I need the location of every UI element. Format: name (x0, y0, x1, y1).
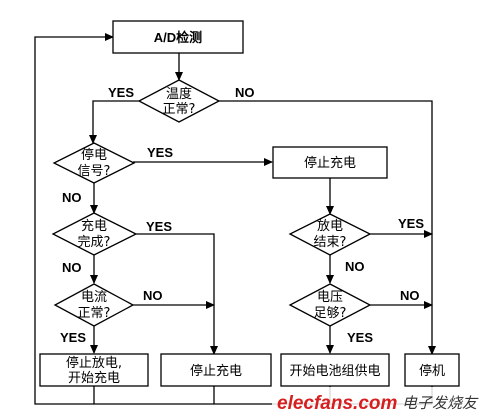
voltage-enough-label-2: 足够? (314, 306, 347, 321)
label-discharge-no: NO (345, 259, 365, 274)
label-current-yes: YES (60, 330, 86, 345)
label-discharge-yes: YES (398, 216, 424, 231)
label-temp-yes: YES (108, 85, 134, 100)
shutdown-label: 停机 (419, 363, 445, 379)
node-power-cut-signal: 停电 信号? (52, 142, 136, 184)
edge-charge-yes (136, 233, 218, 355)
node-battery-supply: 开始电池组供电 (280, 353, 390, 387)
label-current-no: NO (143, 288, 163, 303)
watermark-cn: 电子发烧友 (402, 394, 479, 412)
label-power-yes: YES (147, 145, 173, 160)
node-discharge-end: 放电 结束? (288, 213, 372, 256)
voltage-enough-label-1: 电压 (317, 290, 343, 305)
node-shutdown: 停机 (404, 353, 460, 387)
discharge-end-label-1: 放电 (317, 219, 343, 234)
edge-labels: YES NO YES NO YES NO NO YES YES NO NO YE… (60, 85, 424, 345)
watermark-brand: elecfans.com (277, 393, 397, 414)
node-stop-charge-mid: 停止充电 (160, 353, 272, 387)
label-charge-yes: YES (146, 219, 172, 234)
edge-temp-no (218, 100, 436, 355)
battery-supply-label: 开始电池组供电 (289, 364, 380, 379)
node-current-normal: 电流 正常? (53, 283, 135, 327)
label-charge-no: NO (62, 260, 82, 275)
edge-temp-yes (89, 100, 140, 144)
stop-discharge-label-2: 开始充电 (68, 370, 120, 386)
node-temp-normal: 温度 正常? (137, 79, 221, 123)
node-stop-discharge-start-charge: 停止放电, 开始充电 (39, 353, 149, 387)
edge-feedback-loop (34, 33, 432, 405)
power-cut-label-2: 信号? (78, 164, 111, 179)
label-power-no: NO (62, 190, 82, 205)
label-temp-no: NO (235, 85, 255, 100)
stop-charge-right-label: 停止充电 (304, 155, 356, 171)
charge-done-label-2: 完成? (78, 235, 111, 250)
discharge-end-label-2: 结束? (314, 235, 347, 250)
current-normal-label-1: 电流 (81, 290, 107, 305)
node-stop-charge-right: 停止充电 (272, 146, 388, 179)
label-voltage-yes: YES (347, 330, 373, 345)
stop-discharge-label-1: 停止放电, (66, 355, 122, 371)
temp-normal-label-2: 正常? (163, 102, 196, 117)
node-ad-detect: A/D检测 (112, 20, 244, 54)
temp-normal-label-1: 温度 (166, 86, 192, 102)
node-voltage-enough: 电压 足够? (288, 283, 372, 327)
charge-done-label-1: 充电 (81, 218, 107, 234)
label-voltage-no: NO (400, 288, 420, 303)
connectors (34, 33, 436, 405)
node-charge-done: 充电 完成? (51, 212, 138, 256)
ad-detect-label: A/D检测 (154, 30, 202, 45)
stop-charge-mid-label: 停止充电 (190, 363, 242, 379)
watermark: elecfans.com 电子发烧友 (272, 387, 490, 417)
current-normal-label-2: 正常? (78, 306, 111, 321)
power-cut-label-1: 停电 (81, 147, 107, 163)
